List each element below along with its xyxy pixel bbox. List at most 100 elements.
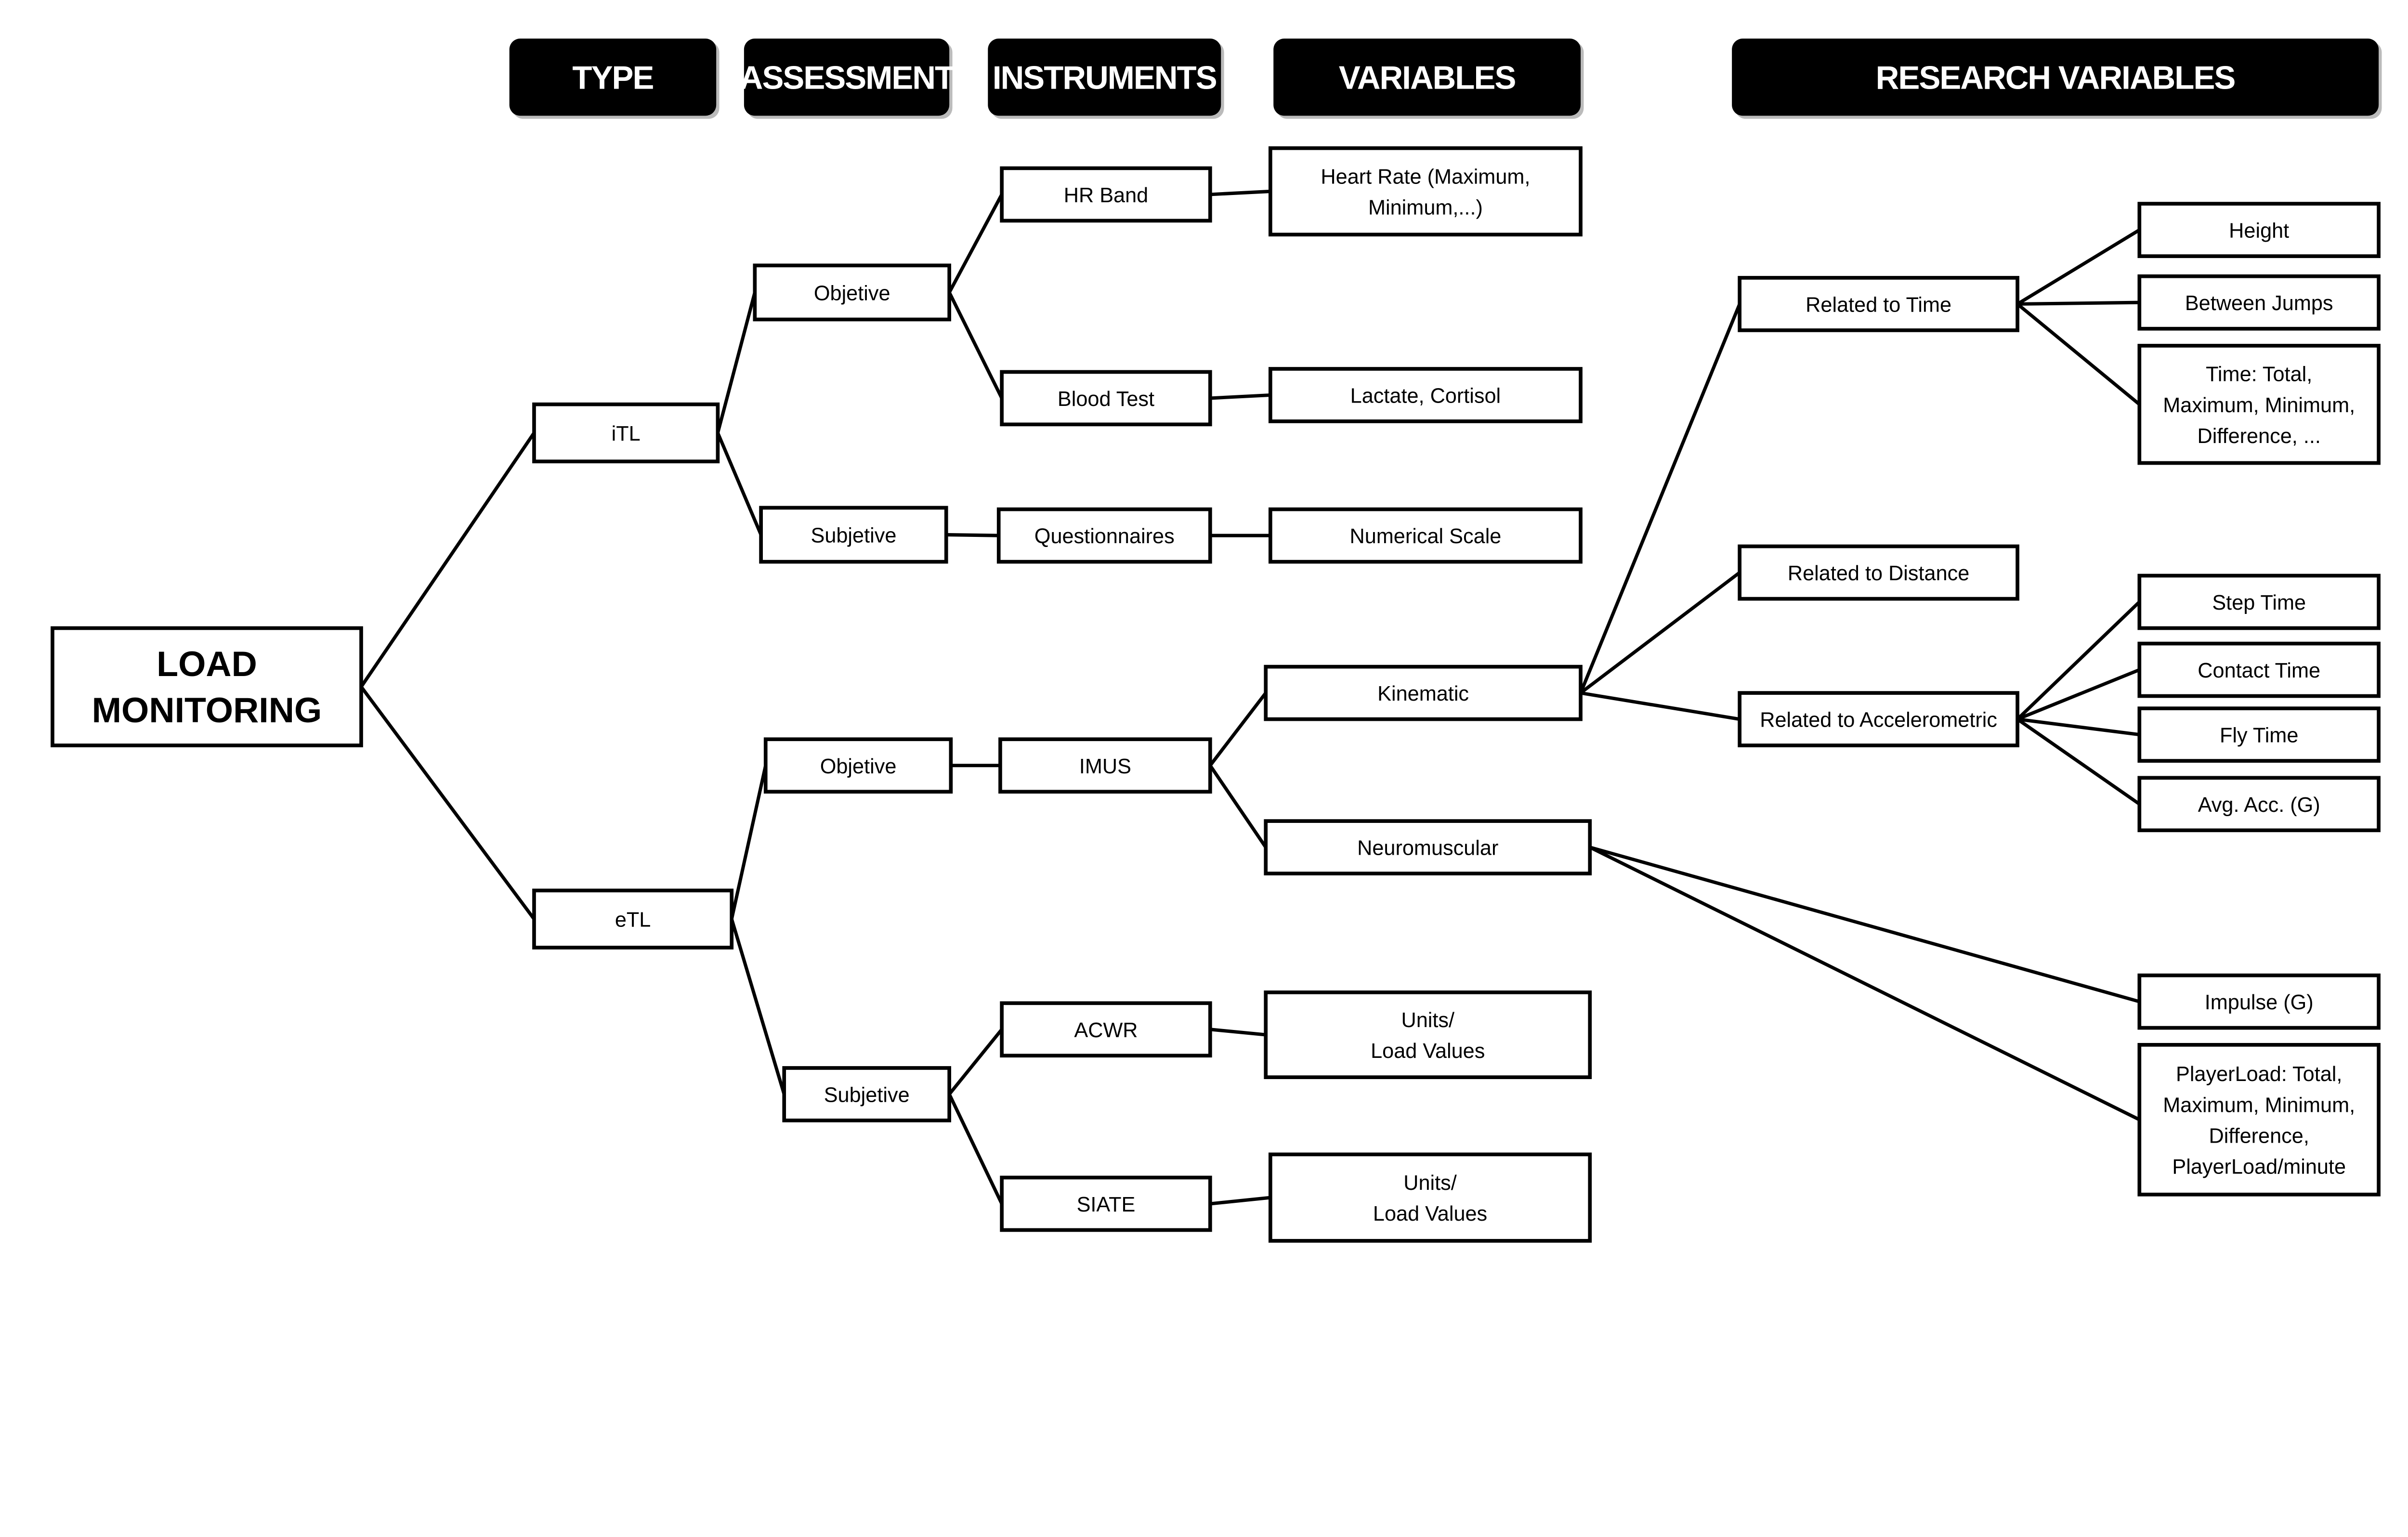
node-box <box>763 737 953 794</box>
node-siate: SIATE <box>1000 1175 1212 1232</box>
node-etl: eTL <box>532 888 734 950</box>
node-label: Related to Accelerometric <box>1760 709 1997 732</box>
header-label: RESEARCH VARIABLES <box>1876 60 2235 96</box>
node-itl: iTL <box>532 402 720 464</box>
node-box <box>2137 776 2381 833</box>
edge-hrband-hr <box>1210 189 1271 196</box>
node-label: PlayerLoad/minute <box>2172 1155 2346 1178</box>
node-box <box>782 1066 952 1122</box>
node-fly: Fly Time <box>2137 706 2381 763</box>
node-label: eTL <box>615 909 651 932</box>
header-label: INSTRUMENTS <box>993 60 1217 96</box>
edge-imus-kinematic <box>1209 691 1268 767</box>
edge-relacc-contact <box>2016 668 2140 721</box>
node-timetotal: Time: Total,Maximum, Minimum,Difference,… <box>2137 344 2381 465</box>
node-box <box>1000 370 1212 427</box>
node-label: Avg. Acc. (G) <box>2198 794 2320 817</box>
node-between: Between Jumps <box>2137 274 2381 331</box>
edge-neuro-impulse <box>1589 846 2140 1003</box>
node-box <box>753 263 952 322</box>
node-label: Objetive <box>814 282 890 305</box>
node-label: Questionnaires <box>1034 525 1175 548</box>
header-label: TYPE <box>572 60 653 96</box>
node-box <box>1264 990 1592 1080</box>
edge-subj2-siate <box>947 1093 1004 1205</box>
node-contact: Contact Time <box>2137 641 2381 698</box>
edge-itl-subj1 <box>716 432 763 535</box>
node-label: Kinematic <box>1377 682 1469 705</box>
node-label: ACWR <box>1074 1019 1138 1042</box>
node-label: Subjetive <box>824 1083 910 1107</box>
node-box <box>2137 641 2381 698</box>
node-blood: Blood Test <box>1000 370 1212 427</box>
node-box <box>996 507 1212 564</box>
node-box <box>998 737 1212 794</box>
node-label: Step Time <box>2212 591 2306 614</box>
node-label: Load Values <box>1371 1040 1485 1063</box>
node-box <box>1264 819 1592 875</box>
node-label: MONITORING <box>92 690 322 730</box>
node-label: Subjetive <box>811 524 896 547</box>
node-label: Fly Time <box>2220 724 2298 747</box>
edge-etl-subj2 <box>730 918 786 1095</box>
connector-lines <box>360 189 2141 1206</box>
edge-subj2-acwr <box>948 1028 1003 1095</box>
node-label: Between Jumps <box>2185 292 2333 315</box>
edge-kinematic-reldist <box>1579 571 1741 694</box>
node-box <box>2137 706 2381 763</box>
node-label: Heart Rate (Maximum, <box>1321 165 1530 188</box>
edge-kinematic-relacc <box>1580 691 1740 721</box>
node-impulse: Impulse (G) <box>2137 973 2381 1030</box>
edge-subj1-quest <box>946 533 999 537</box>
node-box <box>1000 1001 1212 1058</box>
node-label: Related to Distance <box>1788 562 1969 585</box>
node-label: Units/ <box>1401 1009 1455 1032</box>
edge-reltime-between <box>2017 300 2140 306</box>
node-label: Lactate, Cortisol <box>1350 385 1501 408</box>
node-label: Related to Time <box>1806 293 1951 316</box>
edge-itl-obj1 <box>716 292 757 433</box>
node-avgacc: Avg. Acc. (G) <box>2137 776 2381 833</box>
header-research: RESEARCH VARIABLES <box>1732 39 2382 119</box>
node-units1: Units/Load Values <box>1264 990 1592 1080</box>
node-hrband: HR Band <box>1000 166 1212 223</box>
node-steptime: Step Time <box>2137 573 2381 630</box>
node-box <box>1268 1152 1592 1243</box>
edge-etl-obj2 <box>730 765 768 920</box>
node-reldist: Related to Distance <box>1738 544 2019 601</box>
node-reltime: Related to Time <box>1738 276 2019 332</box>
node-box <box>1738 276 2019 332</box>
node-label: Minimum,...) <box>1368 196 1483 220</box>
node-units2: Units/Load Values <box>1268 1152 1592 1243</box>
node-box <box>1000 1175 1212 1232</box>
node-box <box>2137 274 2381 331</box>
node-label: Numerical Scale <box>1349 525 1501 548</box>
node-box <box>51 626 363 747</box>
node-neuro: Neuromuscular <box>1264 819 1592 875</box>
node-label: iTL <box>612 422 641 445</box>
node-lactate: Lactate, Cortisol <box>1268 367 1583 423</box>
node-box <box>1000 166 1212 223</box>
node-height: Height <box>2137 202 2381 258</box>
header-box <box>988 39 1221 116</box>
node-box <box>2137 344 2381 465</box>
edge-obj1-blood <box>947 291 1004 399</box>
edge-relacc-avgacc <box>2016 717 2141 806</box>
node-box <box>532 402 720 464</box>
node-label: Objetive <box>820 755 897 778</box>
node-label: Difference, <box>2209 1124 2309 1147</box>
node-box <box>1268 146 1583 237</box>
header-box <box>1732 39 2379 116</box>
edge-acwr-units1 <box>1210 1028 1266 1037</box>
node-numscale: Numerical Scale <box>1268 507 1583 564</box>
node-playerload: PlayerLoad: Total,Maximum, Minimum,Diffe… <box>2137 1043 2381 1197</box>
edge-imus-neuro <box>1208 764 1268 848</box>
node-label: Difference, ... <box>2197 425 2320 448</box>
node-obj2: Objetive <box>763 737 953 794</box>
node-label: Height <box>2229 220 2289 243</box>
node-label: Maximum, Minimum, <box>2163 394 2355 417</box>
edge-root-etl <box>360 686 536 920</box>
